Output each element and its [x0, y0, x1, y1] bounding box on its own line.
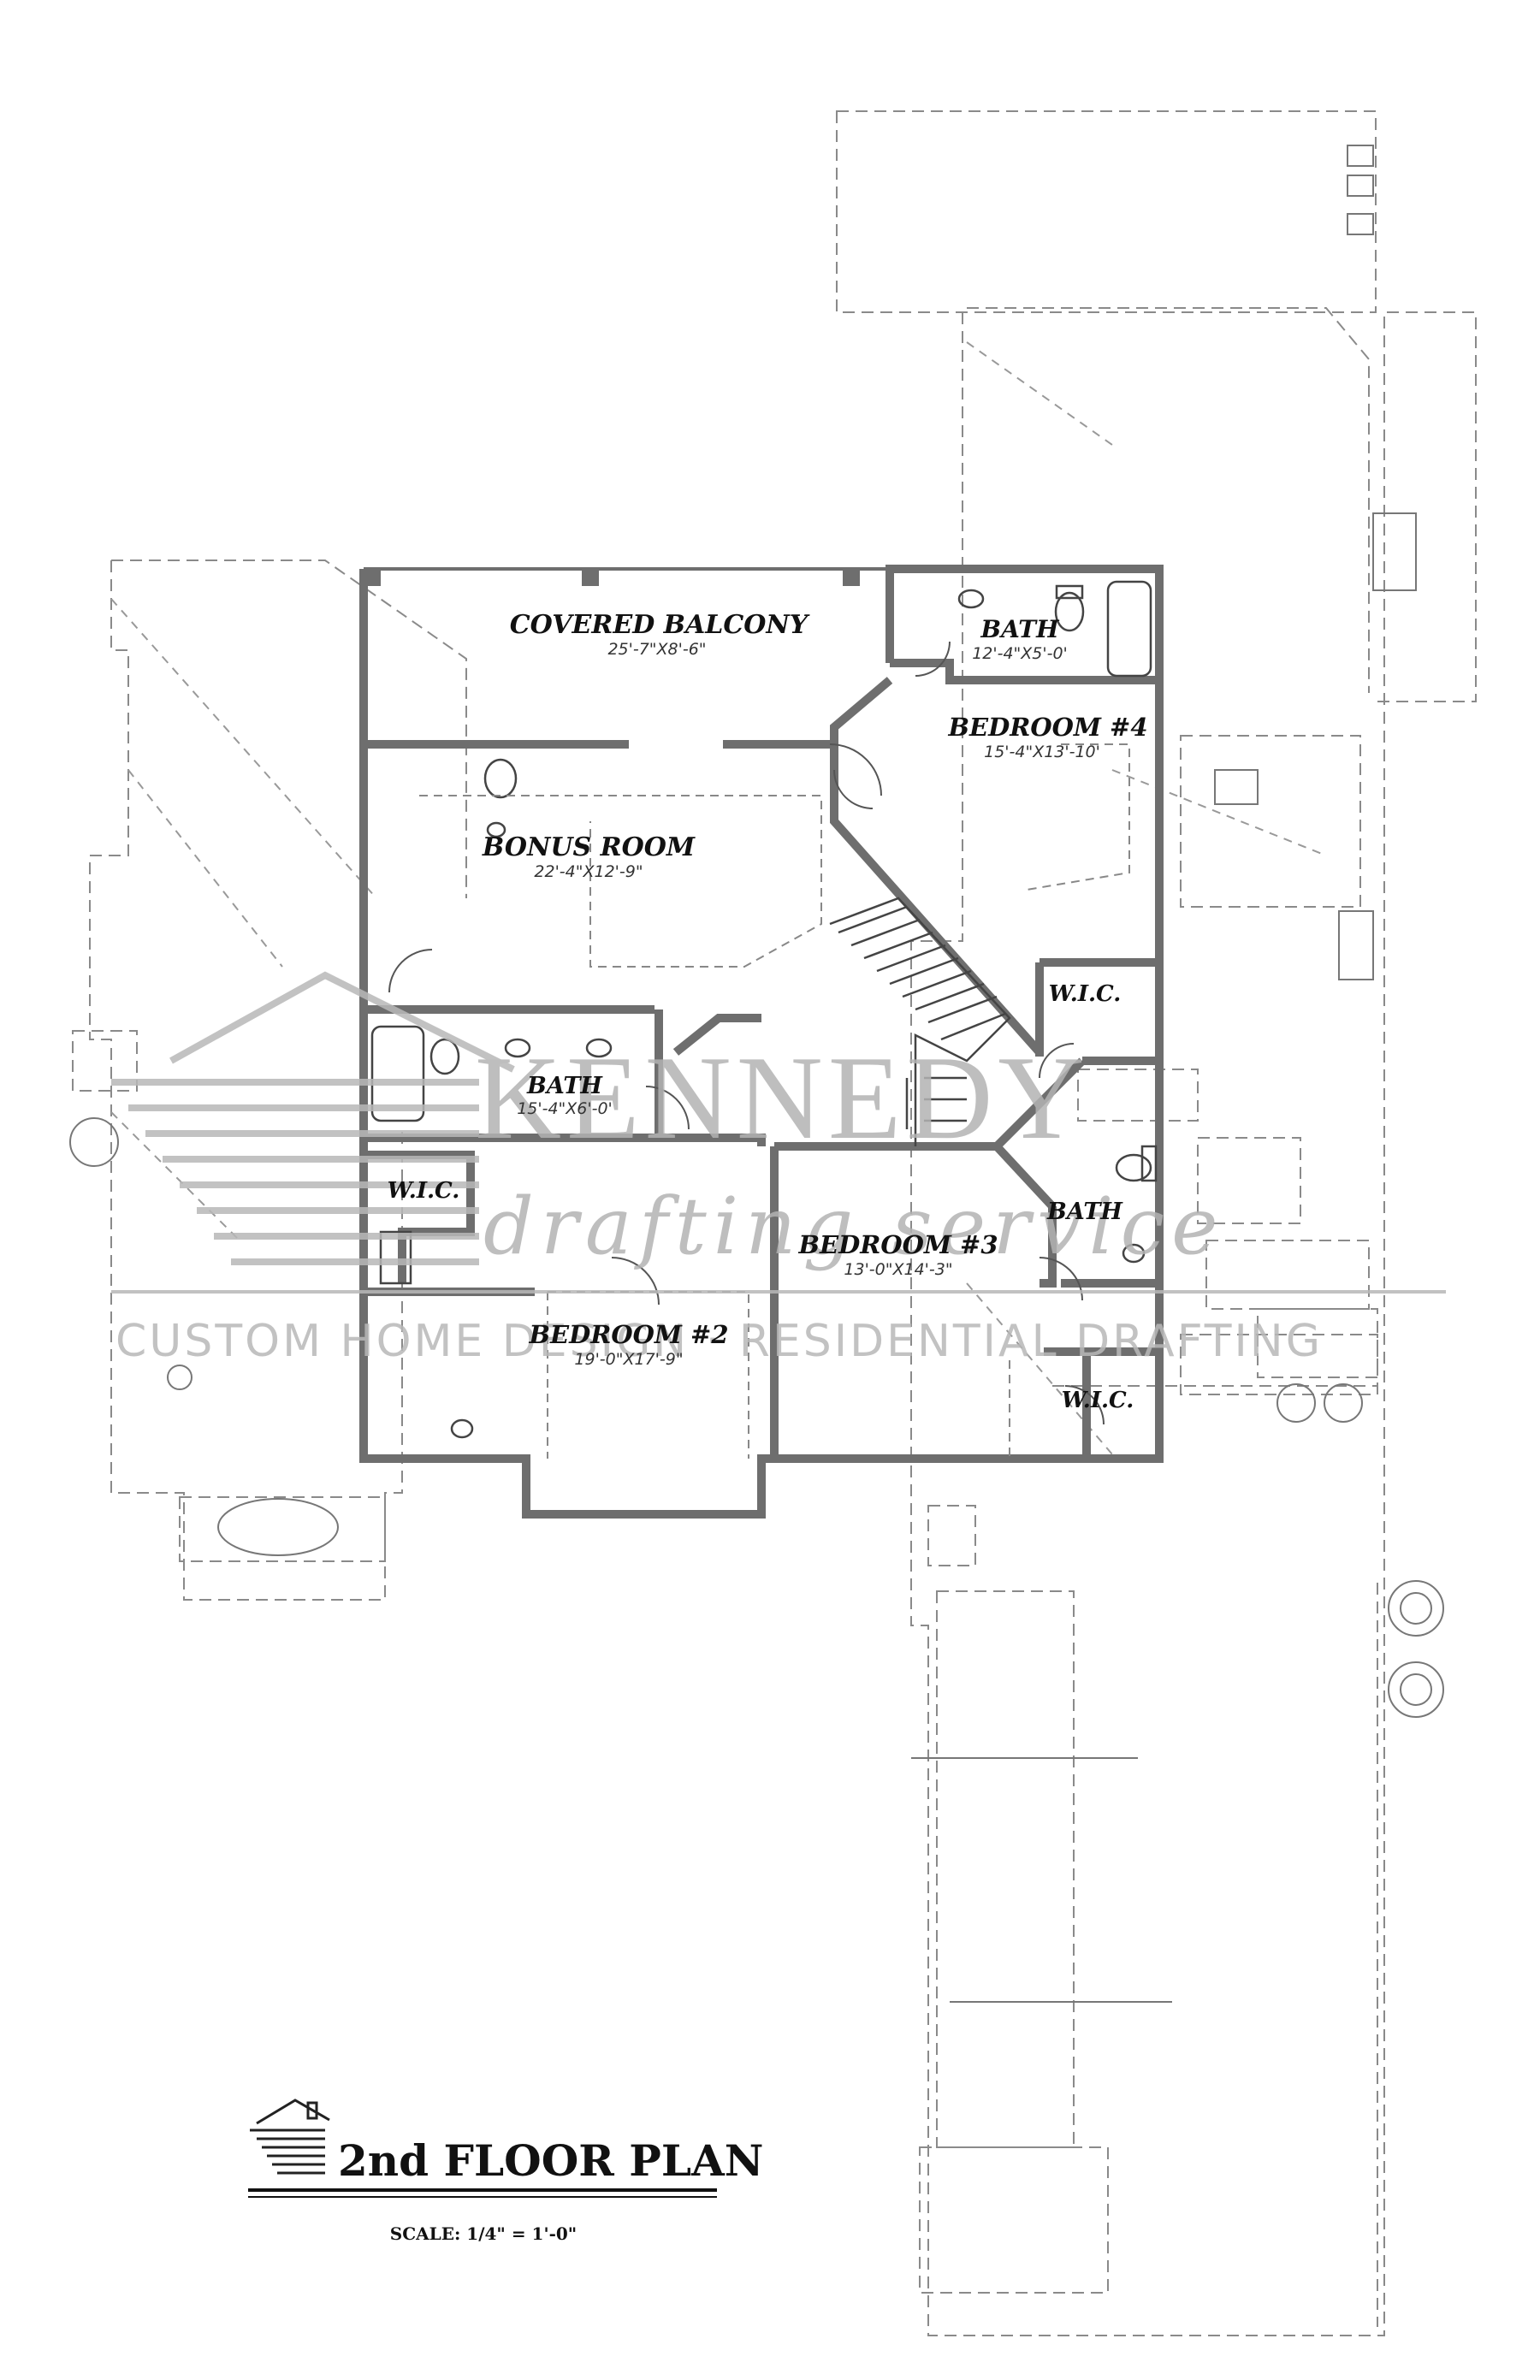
upper-floor-walls [359, 565, 1164, 1519]
label-bedroom-4: BEDROOM #4 [947, 713, 1147, 742]
label-bedroom-3: BEDROOM #3 [797, 1230, 998, 1259]
balcony-columns [364, 569, 860, 586]
interior-fixtures [370, 580, 1158, 1439]
dims-bath-upper: 12'-4"X5'-0' [972, 644, 1068, 663]
watermark-script: drafting service [483, 1181, 1225, 1272]
dims-bedroom-4: 15'-4"X13'-10' [984, 743, 1100, 761]
title-block: 2nd FLOOR PLAN SCALE: 1/4" = 1'-0" [248, 2099, 764, 2244]
dims-covered-balcony: 25'-7"X8'-6" [607, 640, 706, 659]
watermark-house-logo [111, 971, 515, 1265]
label-wic-upper: W.I.C. [1049, 981, 1122, 1007]
title-house-icon [250, 2099, 330, 2175]
plan-title: 2nd FLOOR PLAN [338, 2135, 764, 2186]
staircase [829, 897, 1011, 1146]
brand-watermark: KENNEDY drafting service CUSTOM HOME DES… [111, 971, 1446, 1367]
dims-bonus-room: 22'-4"X12'-9" [534, 862, 643, 881]
plan-scale: SCALE: 1/4" = 1'-0" [390, 2223, 577, 2244]
dims-bedroom-2: 19'-0"X17'-9" [574, 1350, 683, 1369]
room-labels: COVERED BALCONY 25'-7"X8'-6" BATH 12'-4"… [388, 610, 1148, 1413]
lower-floor-fixtures [69, 145, 1444, 2003]
watermark-brand: KENNEDY [475, 1032, 1090, 1164]
label-bonus-room: BONUS ROOM [482, 832, 696, 862]
label-bedroom-2: BEDROOM #2 [528, 1320, 728, 1349]
label-bath-upper: BATH [980, 615, 1060, 643]
label-covered-balcony: COVERED BALCONY [510, 610, 810, 640]
dims-bedroom-3: 13'-0"X14'-3" [844, 1260, 952, 1279]
ceiling-lines [419, 743, 1130, 1459]
label-bath-right: BATH [1046, 1199, 1123, 1225]
label-bath-left: BATH [526, 1073, 603, 1099]
watermark-tagline: CUSTOM HOME DESIGN · RESIDENTIAL DRAFTIN… [116, 1316, 1323, 1367]
lower-floor-outline [72, 110, 1477, 2336]
door-swings [388, 641, 1105, 1425]
label-wic-left: W.I.C. [388, 1178, 460, 1204]
label-wic-right: W.I.C. [1062, 1388, 1134, 1413]
dims-bath-left: 15'-4"X6'-0' [517, 1099, 613, 1118]
